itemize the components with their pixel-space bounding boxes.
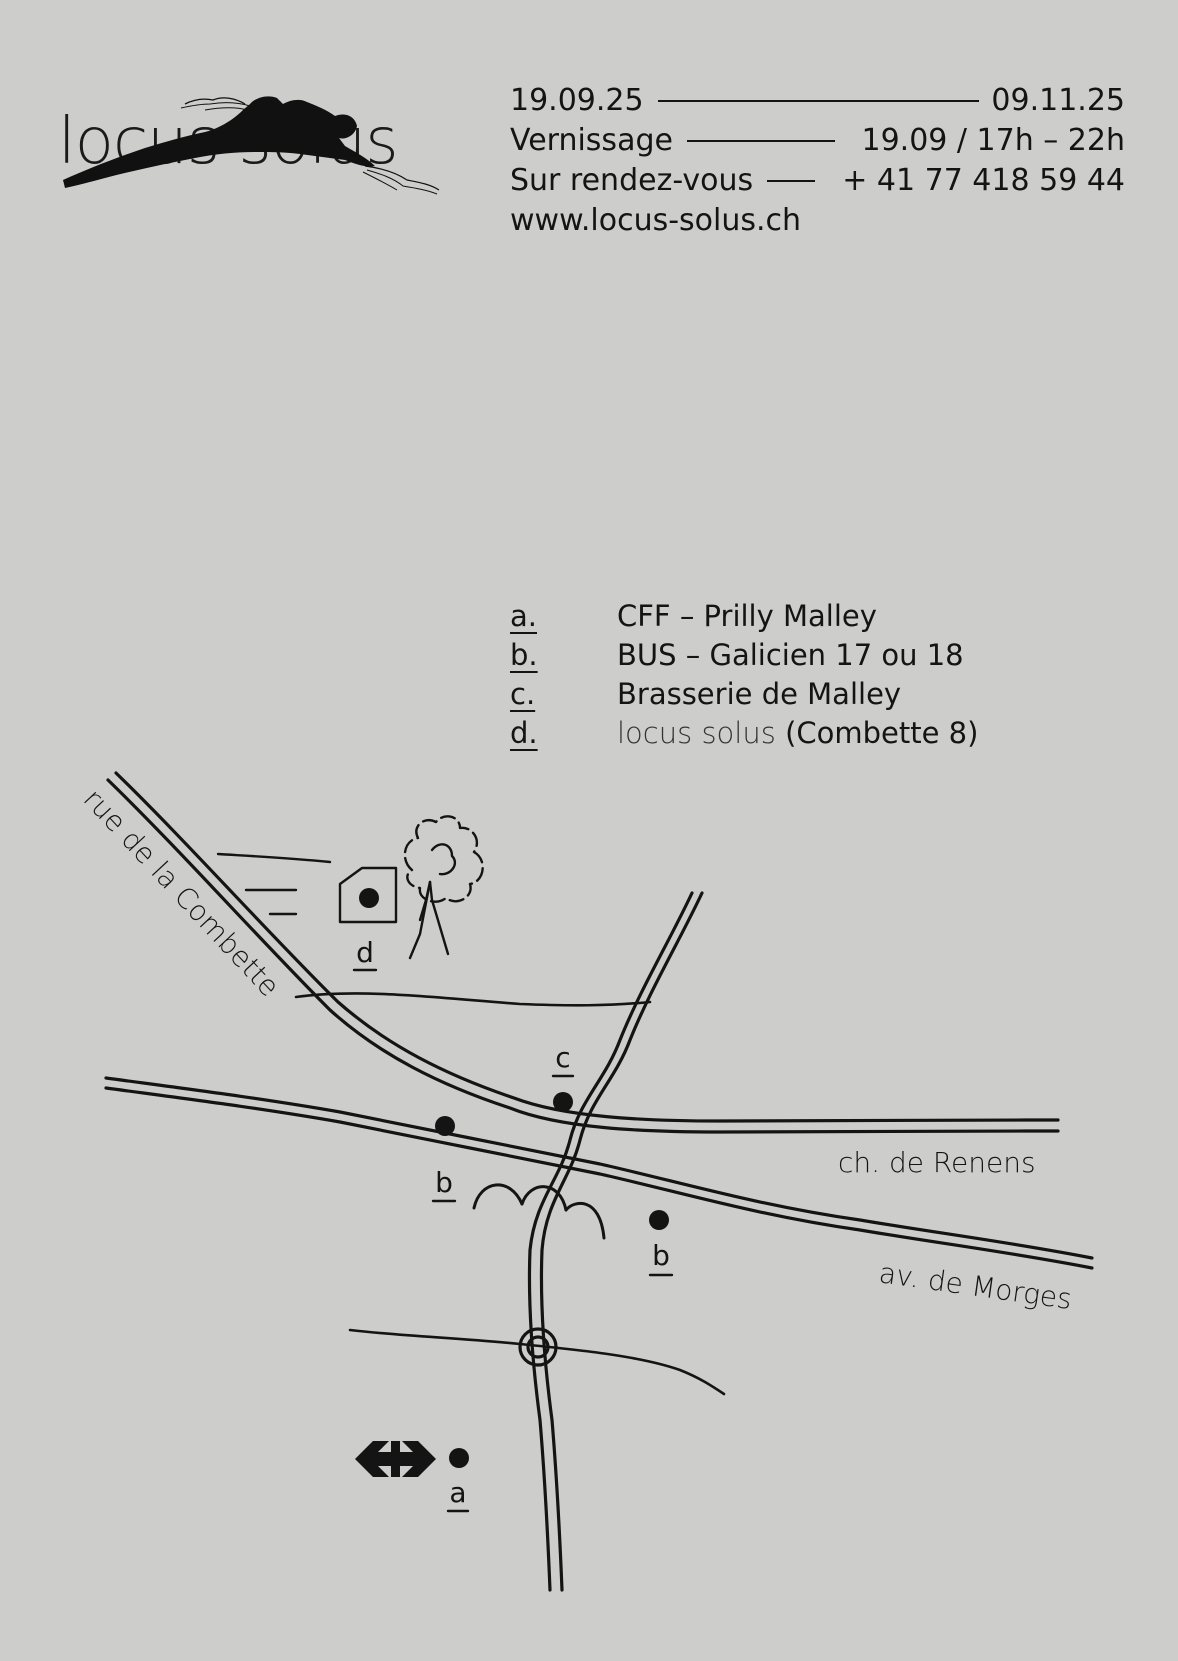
- map-legend: a. CFF – Prilly Malley b. BUS – Galicien…: [510, 596, 978, 752]
- legend-label: BUS – Galicien 17 ou 18: [617, 637, 964, 672]
- building-icon: [338, 866, 398, 924]
- street-label-renens: ch. de Renens: [838, 1146, 1036, 1179]
- legend-label-address: (Combette 8): [775, 715, 979, 750]
- info-block: 19.09.25 09.11.25 Vernissage 19.09 / 17h…: [510, 80, 1125, 240]
- legend-label-venue: locus solus: [617, 715, 776, 750]
- logo: locus solus: [45, 70, 445, 200]
- legend-item-a: a. CFF – Prilly Malley: [510, 596, 978, 635]
- dates-row: 19.09.25 09.11.25: [510, 80, 1125, 120]
- marker-d-label: d: [356, 936, 374, 969]
- marker-a-label: a: [449, 1476, 466, 1509]
- date-end: 09.11.25: [991, 82, 1125, 118]
- marker-b-dot[interactable]: [435, 1116, 455, 1136]
- marker-b2-dot[interactable]: [649, 1210, 669, 1230]
- vernissage-row: Vernissage 19.09 / 17h – 22h: [510, 120, 1125, 160]
- website-link[interactable]: www.locus-solus.ch: [510, 202, 802, 238]
- legend-key: c.: [510, 676, 536, 711]
- road-morges: [104, 1076, 1094, 1270]
- swimmer-icon: [63, 96, 440, 195]
- decorative-lines: [216, 852, 332, 916]
- tree-icon: [403, 815, 484, 960]
- road-link: [294, 992, 652, 1007]
- dash-line: [767, 180, 816, 182]
- legend-item-b: b. BUS – Galicien 17 ou 18: [510, 635, 978, 674]
- legend-item-d: d. locus solus (Combette 8): [510, 713, 978, 752]
- marker-b-label: b: [435, 1166, 453, 1199]
- bridge-arches-icon: [472, 1183, 606, 1240]
- marker-c-dot[interactable]: [553, 1092, 573, 1112]
- date-start: 19.09.25: [510, 82, 644, 118]
- vernissage-value: 19.09 / 17h – 22h: [861, 122, 1125, 158]
- vernissage-label: Vernissage: [510, 122, 673, 158]
- marker-b2-label: b: [652, 1239, 670, 1272]
- road-combette: [106, 771, 1060, 1134]
- dash-line: [657, 100, 980, 102]
- roundabout-icon: [518, 1327, 558, 1367]
- dash-line: [686, 140, 835, 142]
- marker-a-dot[interactable]: [449, 1448, 469, 1468]
- road-south: [348, 1328, 726, 1396]
- website-row: www.locus-solus.ch: [510, 200, 1125, 240]
- appointment-value: + 41 77 418 59 44: [842, 162, 1125, 198]
- street-label-morges: av. de Morges: [877, 1256, 1074, 1316]
- map-markers: [359, 888, 669, 1468]
- legend-label: Brasserie de Malley: [617, 676, 902, 711]
- marker-d-dot[interactable]: [359, 888, 379, 908]
- sbb-cff-icon: [355, 1441, 436, 1477]
- road-north-south: [527, 891, 704, 1592]
- legend-key: d.: [510, 715, 538, 750]
- legend-item-c: c. Brasserie de Malley: [510, 674, 978, 713]
- legend-key: b.: [510, 637, 538, 672]
- marker-underlines: [352, 968, 674, 1513]
- marker-c-label: c: [555, 1041, 570, 1074]
- street-label-combette: rue de la Combette: [77, 782, 286, 1003]
- legend-label: CFF – Prilly Malley: [617, 598, 877, 633]
- legend-key: a.: [510, 598, 537, 633]
- appointment-label: Sur rendez-vous: [510, 162, 754, 198]
- appointment-row: Sur rendez-vous + 41 77 418 59 44: [510, 160, 1125, 200]
